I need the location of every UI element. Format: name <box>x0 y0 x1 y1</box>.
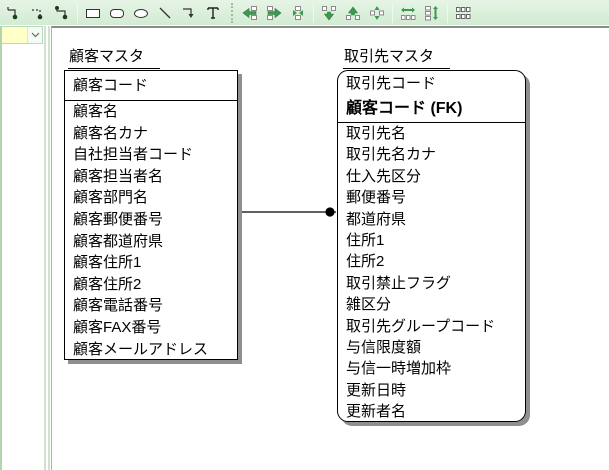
toolbar-separator <box>447 2 448 23</box>
attribute-field[interactable]: 顧客名カナ <box>73 124 149 142</box>
polyline-arrow-icon <box>183 7 194 18</box>
attributes-section: 取引先名取引先名カナ仕入先区分郵便番号都道府県住所1 住所2 取引禁止フラグ雑区分取… <box>338 123 525 421</box>
toolbar-separator <box>77 2 78 23</box>
attribute-field[interactable]: 与信限度額 <box>346 338 422 356</box>
equal-vertical-spacing-button[interactable] <box>420 2 444 24</box>
attribute-field[interactable]: 顧客都道府県 <box>73 232 164 250</box>
toolbar-separator <box>392 2 393 23</box>
main-content: 顧客マスタ 顧客コード 顧客名顧客名カナ自社担当者コード顧客担当者名顧客部門名顧… <box>0 26 609 470</box>
attribute-field[interactable]: 顧客部門名 <box>73 189 149 207</box>
relationship-both-ends-icon <box>55 5 68 19</box>
align-bottom-icon <box>346 6 360 20</box>
attribute-field[interactable]: 顧客メールアドレス <box>73 340 209 358</box>
align-left-button[interactable] <box>238 2 262 24</box>
align-middle-vertical-icon <box>370 5 384 20</box>
attribute-field[interactable]: 住所1 <box>346 231 385 249</box>
toolbar-grip <box>231 2 234 23</box>
chevron-down-icon <box>31 32 39 38</box>
attribute-field[interactable]: 都道府県 <box>346 210 407 228</box>
attribute-field[interactable]: 顧客担当者名 <box>73 167 164 185</box>
align-left-icon <box>242 5 257 20</box>
attribute-field[interactable]: 取引先グループコード <box>346 317 496 335</box>
attribute-field[interactable]: 自社担当者コード <box>73 146 194 164</box>
attribute-field[interactable]: 仕入先区分 <box>346 167 422 185</box>
ellipse-icon <box>134 8 148 18</box>
object-list-panel <box>0 26 43 470</box>
align-bottom-button[interactable] <box>341 2 365 24</box>
arrange-grid-icon <box>456 6 471 19</box>
page-selector-input[interactable] <box>2 27 27 43</box>
attribute-field[interactable]: 取引禁止フラグ <box>346 274 452 292</box>
toolbar-separator <box>313 2 314 23</box>
attribute-field[interactable]: 顧客住所1 <box>73 254 142 272</box>
entity-title[interactable]: 取引先マスタ <box>343 47 451 69</box>
equal-horizontal-spacing-icon <box>401 7 416 20</box>
primary-key-section: 顧客コード <box>65 71 237 101</box>
identifying-relationship-button[interactable] <box>2 2 26 24</box>
non-identifying-relationship-icon <box>32 8 43 19</box>
attribute-field[interactable]: 取引先名 <box>346 125 407 142</box>
entity-title[interactable]: 顧客マスタ <box>68 47 161 69</box>
attribute-field[interactable]: 顧客名 <box>73 103 119 120</box>
text-tool-button[interactable] <box>201 2 225 24</box>
diagram-canvas[interactable]: 顧客マスタ 顧客コード 顧客名顧客名カナ自社担当者コード顧客担当者名顧客部門名顧… <box>51 26 609 470</box>
panel-splitter[interactable] <box>43 26 51 470</box>
primary-key-field[interactable]: 顧客コード (FK) <box>346 100 463 117</box>
page-selector-combobox <box>2 26 43 44</box>
page-selector-dropdown-button[interactable] <box>27 27 42 43</box>
attribute-field[interactable]: 更新者名 <box>346 403 407 421</box>
equal-vertical-spacing-icon <box>425 5 438 20</box>
align-top-button[interactable] <box>317 2 341 24</box>
attribute-field[interactable]: 取引先名カナ <box>346 146 437 164</box>
align-right-button[interactable] <box>262 2 286 24</box>
relationship-both-ends-button[interactable] <box>50 2 74 24</box>
rectangle-tool-button[interactable] <box>81 2 105 24</box>
object-list[interactable] <box>2 44 43 470</box>
attributes-section: 顧客名顧客名カナ自社担当者コード顧客担当者名顧客部門名顧客郵便番号顧客都道府県顧… <box>65 101 237 359</box>
align-top-icon <box>322 5 336 20</box>
attribute-field[interactable]: 顧客郵便番号 <box>73 210 164 228</box>
toolbar <box>0 0 609 26</box>
attribute-field[interactable]: 雑区分 <box>346 296 392 314</box>
equal-horizontal-spacing-button[interactable] <box>396 2 420 24</box>
rounded-rectangle-icon <box>110 8 124 18</box>
identifying-relationship-icon <box>7 6 18 19</box>
attribute-field[interactable]: 顧客電話番号 <box>73 297 164 315</box>
ellipse-tool-button[interactable] <box>129 2 153 24</box>
entity-box[interactable]: 取引先コード顧客コード (FK) 取引先名取引先名カナ仕入先区分郵便番号都道府県… <box>337 70 526 422</box>
text-icon <box>207 6 219 19</box>
align-middle-vertical-button[interactable] <box>365 2 389 24</box>
arrange-grid-button[interactable] <box>451 2 475 24</box>
primary-key-field[interactable]: 顧客コード <box>73 77 149 94</box>
attribute-field[interactable]: 与信一時増加枠 <box>346 360 452 378</box>
attribute-field[interactable]: 住所2 <box>346 253 385 271</box>
attribute-field[interactable]: 郵便番号 <box>346 189 407 207</box>
line-tool-button[interactable] <box>153 2 177 24</box>
primary-key-field[interactable]: 取引先コード <box>346 75 437 92</box>
primary-key-section: 取引先コード顧客コード (FK) <box>338 71 525 123</box>
line-icon <box>159 7 171 18</box>
attribute-field[interactable]: 顧客住所2 <box>73 275 142 293</box>
align-center-horizontal-icon <box>293 5 303 20</box>
attribute-field[interactable]: 更新日時 <box>346 381 407 399</box>
rounded-rectangle-tool-button[interactable] <box>105 2 129 24</box>
align-right-icon <box>267 5 282 20</box>
polyline-arrow-tool-button[interactable] <box>177 2 201 24</box>
align-center-horizontal-button[interactable] <box>286 2 310 24</box>
entity-box[interactable]: 顧客コード 顧客名顧客名カナ自社担当者コード顧客担当者名顧客部門名顧客郵便番号顧… <box>64 70 238 360</box>
rectangle-icon <box>86 8 100 18</box>
attribute-field[interactable]: 顧客FAX番号 <box>73 318 162 336</box>
non-identifying-relationship-button[interactable] <box>26 2 50 24</box>
relationship-child-end-dot <box>325 207 335 217</box>
